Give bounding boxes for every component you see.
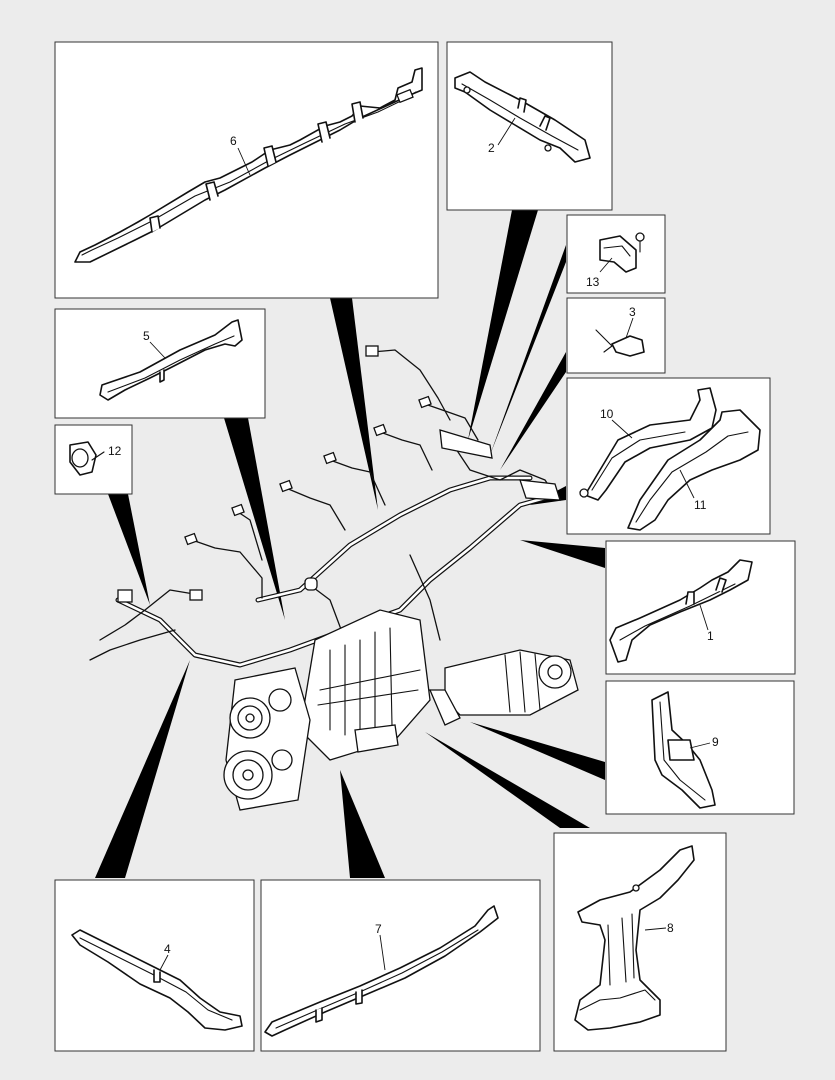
callout-11: 11 xyxy=(694,498,707,512)
callout-13: 13 xyxy=(586,275,600,289)
callout-12: 12 xyxy=(108,444,122,458)
wedge-part-7 xyxy=(340,770,385,878)
callout-5: 5 xyxy=(143,329,150,343)
callout-9: 9 xyxy=(712,735,719,749)
detail-box-part-12: 12 xyxy=(54,424,133,495)
detail-box-part-13: 13 xyxy=(566,214,666,294)
callout-1: 1 xyxy=(707,629,714,643)
detail-box-part-2: 2 xyxy=(446,41,613,211)
callout-10: 10 xyxy=(600,407,614,421)
detail-box-part-9: 9 xyxy=(605,680,795,815)
wedge-part-4 xyxy=(95,660,190,878)
callout-3: 3 xyxy=(629,305,636,319)
callout-8: 8 xyxy=(667,921,674,935)
detail-box-part-1: 1 xyxy=(605,540,796,675)
wedge-part-12 xyxy=(108,494,150,605)
detail-box-part-4: 4 xyxy=(54,879,255,1052)
callout-6: 6 xyxy=(230,134,237,148)
wedge-part-8 xyxy=(425,732,590,828)
wedge-part-6 xyxy=(330,298,378,510)
wedge-part-5 xyxy=(224,418,285,620)
detail-box-part-10-11: 10 11 xyxy=(566,377,771,535)
detail-box-part-5: 5 xyxy=(54,308,266,419)
callout-4: 4 xyxy=(164,942,171,956)
detail-box-part-7: 7 xyxy=(260,879,541,1052)
detail-box-part-3: 3 xyxy=(566,297,666,374)
callout-7: 7 xyxy=(375,922,382,936)
callout-2: 2 xyxy=(488,141,495,155)
wedge-part-9 xyxy=(470,722,605,780)
wedge-part-3 xyxy=(500,352,566,470)
wedge-part-2 xyxy=(468,210,538,440)
wedge-part-1 xyxy=(520,540,605,568)
detail-box-part-6: 6 xyxy=(54,41,439,299)
central-assembly xyxy=(89,345,579,811)
detail-box-part-8: 8 xyxy=(553,832,727,1052)
wedge-part-13 xyxy=(490,245,566,455)
